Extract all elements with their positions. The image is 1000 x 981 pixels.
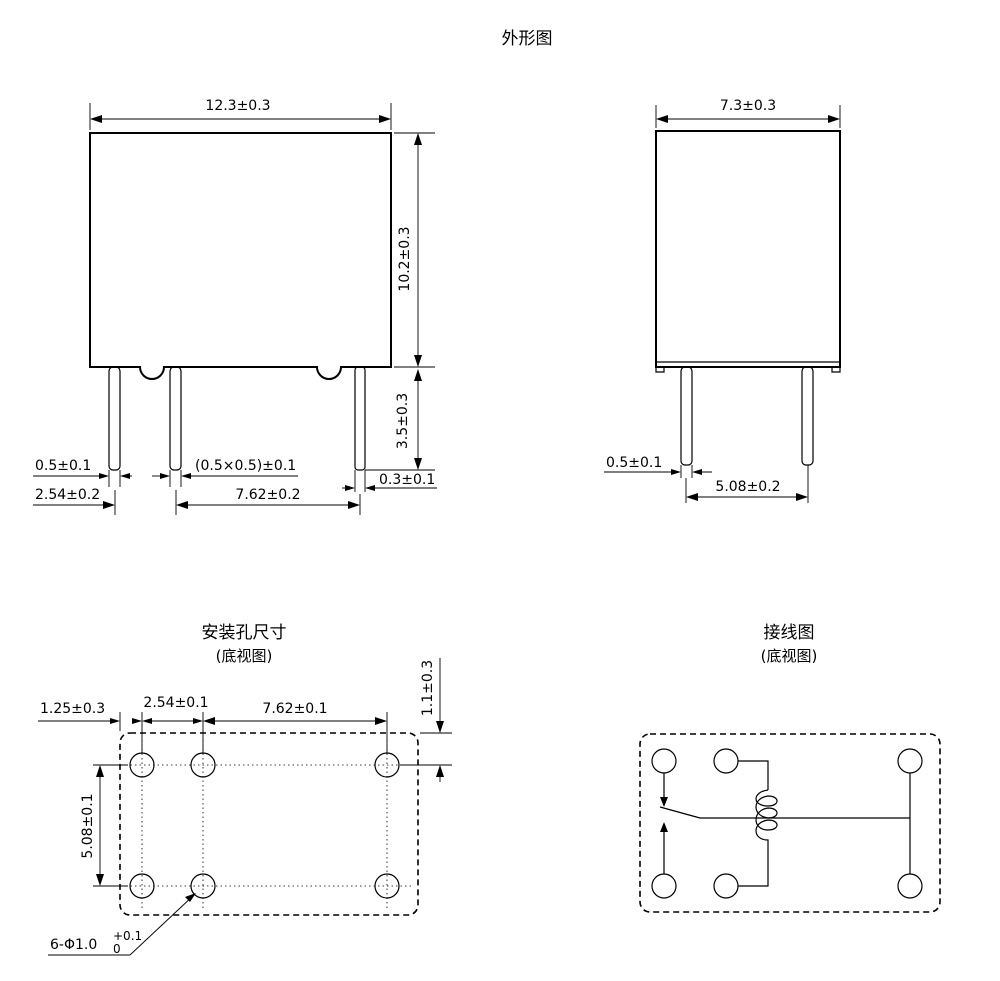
mount-hole bbox=[129, 873, 155, 899]
hole-tol-upper: +0.1 bbox=[113, 929, 142, 943]
front-pin-3 bbox=[354, 366, 366, 471]
wiring-outline bbox=[639, 733, 941, 913]
front-width-label: 12.3±0.3 bbox=[205, 98, 270, 114]
side-pin-width-label: 0.5±0.1 bbox=[606, 455, 662, 471]
mount-pitch-a-label: 2.54±0.1 bbox=[143, 695, 208, 711]
front-height-label: 10.2±0.3 bbox=[397, 226, 413, 291]
coil-lead-bottom bbox=[738, 846, 769, 887]
mount-hole bbox=[129, 752, 155, 778]
coil-lead-top bbox=[738, 760, 769, 790]
outline-title: 外形图 bbox=[502, 29, 553, 49]
wiring-terminal bbox=[897, 748, 923, 774]
front-view: 12.3±0.3 10.2±0.3 3.5±0.3 0.5±0.1 bbox=[33, 98, 437, 515]
side-view: 7.3±0.3 0.5±0.1 5.08±0.2 bbox=[604, 98, 841, 503]
mounting-view: 安装孔尺寸 (底视图) 1.25±0.3 2.54±0.1 bbox=[38, 623, 452, 956]
wiring-terminal bbox=[651, 873, 677, 899]
side-pin-2 bbox=[801, 366, 814, 466]
front-pin-width-label: 0.5±0.1 bbox=[35, 458, 91, 474]
mount-row-pitch-label: 5.08±0.1 bbox=[80, 793, 96, 858]
front-body bbox=[89, 132, 392, 380]
front-pin-1 bbox=[108, 366, 121, 471]
side-width-label: 7.3±0.3 bbox=[720, 98, 776, 114]
wiring-title: 接线图 bbox=[764, 623, 815, 643]
side-body bbox=[655, 130, 841, 368]
wiring-terminal bbox=[713, 748, 739, 774]
wiring-terminal bbox=[713, 873, 739, 899]
coil-icon bbox=[755, 789, 778, 846]
mounting-outline bbox=[119, 732, 419, 916]
front-pin-offset-label: 0.3±0.1 bbox=[379, 472, 435, 488]
mount-hole bbox=[374, 873, 400, 899]
side-pin-1 bbox=[680, 366, 693, 466]
mount-row-offset-label: 1.1±0.3 bbox=[420, 660, 436, 716]
wiring-view: 接线图 (底视图) bbox=[639, 623, 941, 913]
front-pitch-a-label: 2.54±0.2 bbox=[35, 487, 100, 503]
mount-edge-offset-label: 1.25±0.3 bbox=[40, 701, 105, 717]
wiring-terminal bbox=[651, 748, 677, 774]
wiring-subtitle: (底视图) bbox=[761, 647, 818, 665]
side-pin-pitch-label: 5.08±0.2 bbox=[715, 479, 780, 495]
front-pin-2 bbox=[169, 366, 182, 471]
front-pitch-b-label: 7.62±0.2 bbox=[235, 487, 300, 503]
mounting-subtitle: (底视图) bbox=[216, 647, 273, 665]
wiring-terminal bbox=[897, 873, 923, 899]
front-pin-length-label: 3.5±0.3 bbox=[395, 393, 411, 449]
mounting-title: 安装孔尺寸 bbox=[202, 623, 287, 643]
hole-spec-label: 6-Φ1.0 bbox=[50, 937, 97, 953]
hole-tol-lower: 0 bbox=[113, 942, 121, 956]
mount-pitch-b-label: 7.62±0.1 bbox=[262, 701, 327, 717]
mount-hole bbox=[190, 873, 216, 899]
front-pin-section-label: (0.5×0.5)±0.1 bbox=[195, 458, 296, 474]
